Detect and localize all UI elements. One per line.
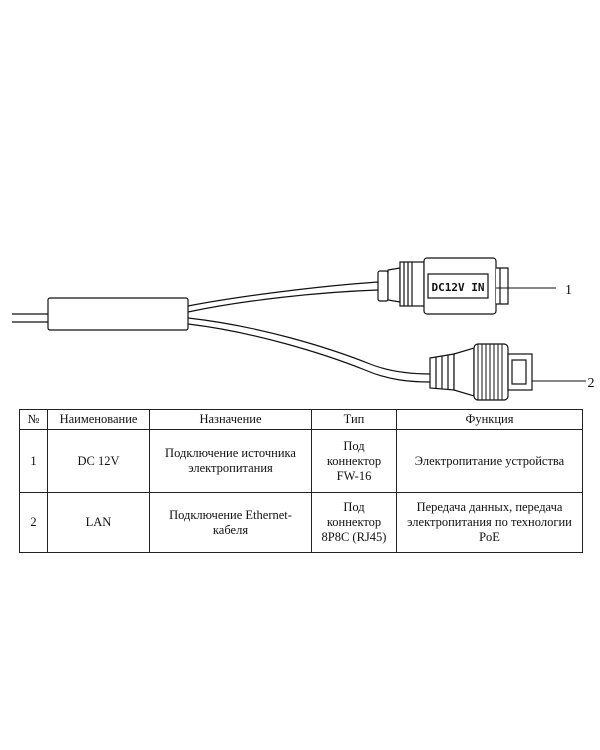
- cell-function: Электропитание устройства: [396, 429, 583, 493]
- cell-name: LAN: [47, 492, 150, 553]
- table-row: 2 LAN Подключение Ethernet-кабеля Под ко…: [19, 492, 583, 553]
- col-function-header: Функция: [396, 409, 583, 430]
- cell-name: DC 12V: [47, 429, 150, 493]
- callout-2: 2: [588, 376, 595, 391]
- dc-jack-label: DC12V IN: [432, 281, 485, 294]
- callout-1: 1: [565, 283, 572, 298]
- dc-wire: [187, 281, 379, 313]
- cell-num: 2: [19, 492, 48, 553]
- col-name-header: Наименование: [47, 409, 150, 430]
- cell-function: Передача данных, передача электропитания…: [396, 492, 583, 553]
- rj45-connector: [429, 343, 533, 401]
- connector-spec-table: № Наименование Назначение Тип Функция 1 …: [19, 409, 583, 553]
- table-header-row: № Наименование Назначение Тип Функция: [19, 409, 583, 430]
- col-num-header: №: [19, 409, 48, 430]
- cable-diagram: DC12V IN 1 2: [12, 257, 595, 401]
- table-row: 1 DC 12V Подключение источника электропи…: [19, 429, 583, 493]
- main-cable: [12, 313, 48, 323]
- cell-purpose: Подключение Ethernet-кабеля: [149, 492, 312, 553]
- cell-type: Под коннектор 8P8C (RJ45): [311, 492, 397, 553]
- dc-jack-connector: [377, 257, 509, 315]
- col-purpose-header: Назначение: [149, 409, 312, 430]
- cell-type: Под коннектор FW-16: [311, 429, 397, 493]
- cell-purpose: Подключение источника электропитания: [149, 429, 312, 493]
- lan-wire: [187, 317, 431, 383]
- col-type-header: Тип: [311, 409, 397, 430]
- splitter-body: [47, 297, 189, 331]
- cell-num: 1: [19, 429, 48, 493]
